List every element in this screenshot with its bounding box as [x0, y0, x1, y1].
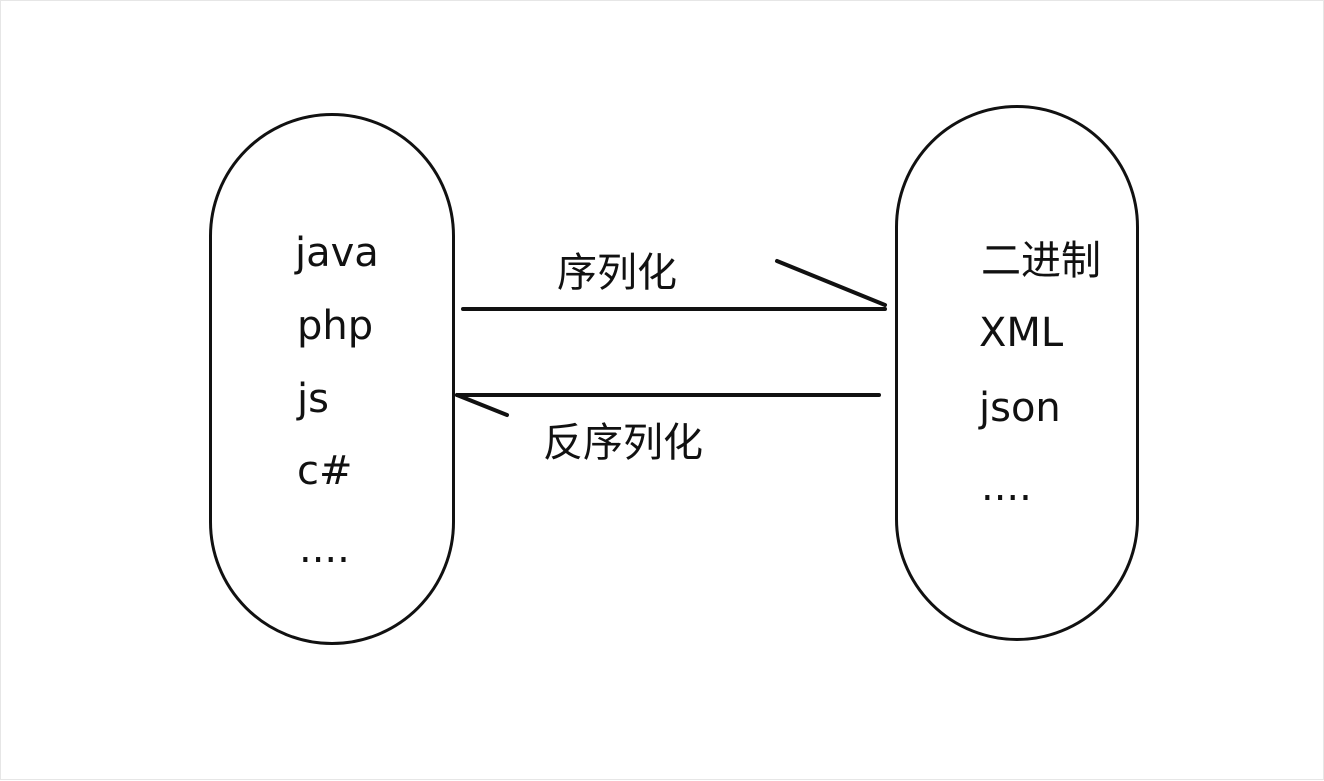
serialize-arrow-head: [775, 259, 887, 307]
serialize-label: 序列化: [557, 250, 677, 296]
left-item-csharp: c#: [297, 448, 353, 494]
right-item-json: json: [979, 385, 1061, 431]
deserialize-arrow-head: [455, 393, 509, 417]
deserialize-label: 反序列化: [543, 420, 703, 466]
right-format-group: [895, 105, 1139, 641]
left-item-php: php: [297, 303, 374, 349]
right-item-binary: 二进制: [981, 238, 1101, 284]
left-language-group: [209, 113, 455, 645]
right-item-xml: XML: [979, 310, 1064, 356]
left-item-ellipsis: ....: [299, 526, 350, 572]
right-item-ellipsis: ....: [981, 464, 1032, 510]
left-item-java: java: [295, 230, 379, 276]
left-item-js: js: [297, 376, 329, 422]
